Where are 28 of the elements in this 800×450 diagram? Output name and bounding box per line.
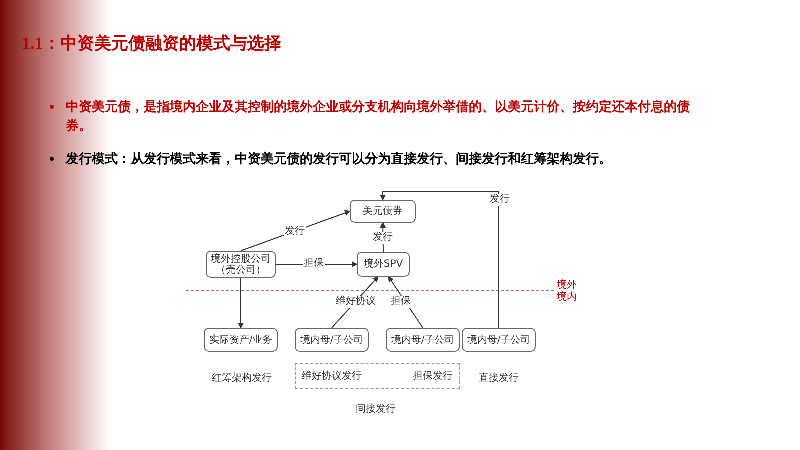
- slide-title: 1.1：中资美元债融资的模式与选择: [22, 33, 282, 55]
- edge-label: 发行: [489, 194, 511, 206]
- edge-label: 发行: [284, 226, 306, 238]
- process-box: 美元债券: [350, 200, 416, 223]
- process-box: 境内母/子公司: [295, 328, 369, 352]
- process-box: 实际资产/业务: [204, 328, 278, 352]
- arrow: [380, 192, 500, 328]
- arrow: [238, 278, 244, 329]
- edge-label: 发行: [372, 232, 394, 244]
- arrow: [380, 222, 386, 252]
- node-text: 担保发行: [413, 370, 453, 384]
- process-box: 境外控股公司（壳公司）: [206, 251, 276, 278]
- category-label: 直接发行: [479, 372, 519, 386]
- edge-label: 担保: [303, 258, 325, 270]
- arrow: [388, 276, 424, 328]
- issuance-mode-text: 发行模式：从发行模式来看，中资美元债的发行可以分为直接发行、间接发行和红筹架构发行。: [66, 150, 612, 168]
- category-label: 红筹架构发行: [212, 372, 272, 386]
- process-box: 境内母/子公司: [462, 328, 536, 352]
- node-text: 维好协议发行: [302, 370, 362, 384]
- arrow: [240, 210, 351, 252]
- group-heading: 间接发行: [356, 402, 396, 417]
- edge-label: 担保: [390, 296, 412, 308]
- zone-label: 境内: [557, 292, 577, 303]
- zone-label: 境外: [557, 280, 577, 291]
- process-box: 境外SPV: [357, 252, 410, 277]
- edge-label: 维好协议: [335, 296, 377, 308]
- definition-text: 中资美元债，是指境内企业及其控制的境外企业或分支机构向境外举借的、以美元计价、按约定还本付息的债券。: [66, 98, 691, 135]
- process-box: 境内母/子公司: [386, 328, 460, 352]
